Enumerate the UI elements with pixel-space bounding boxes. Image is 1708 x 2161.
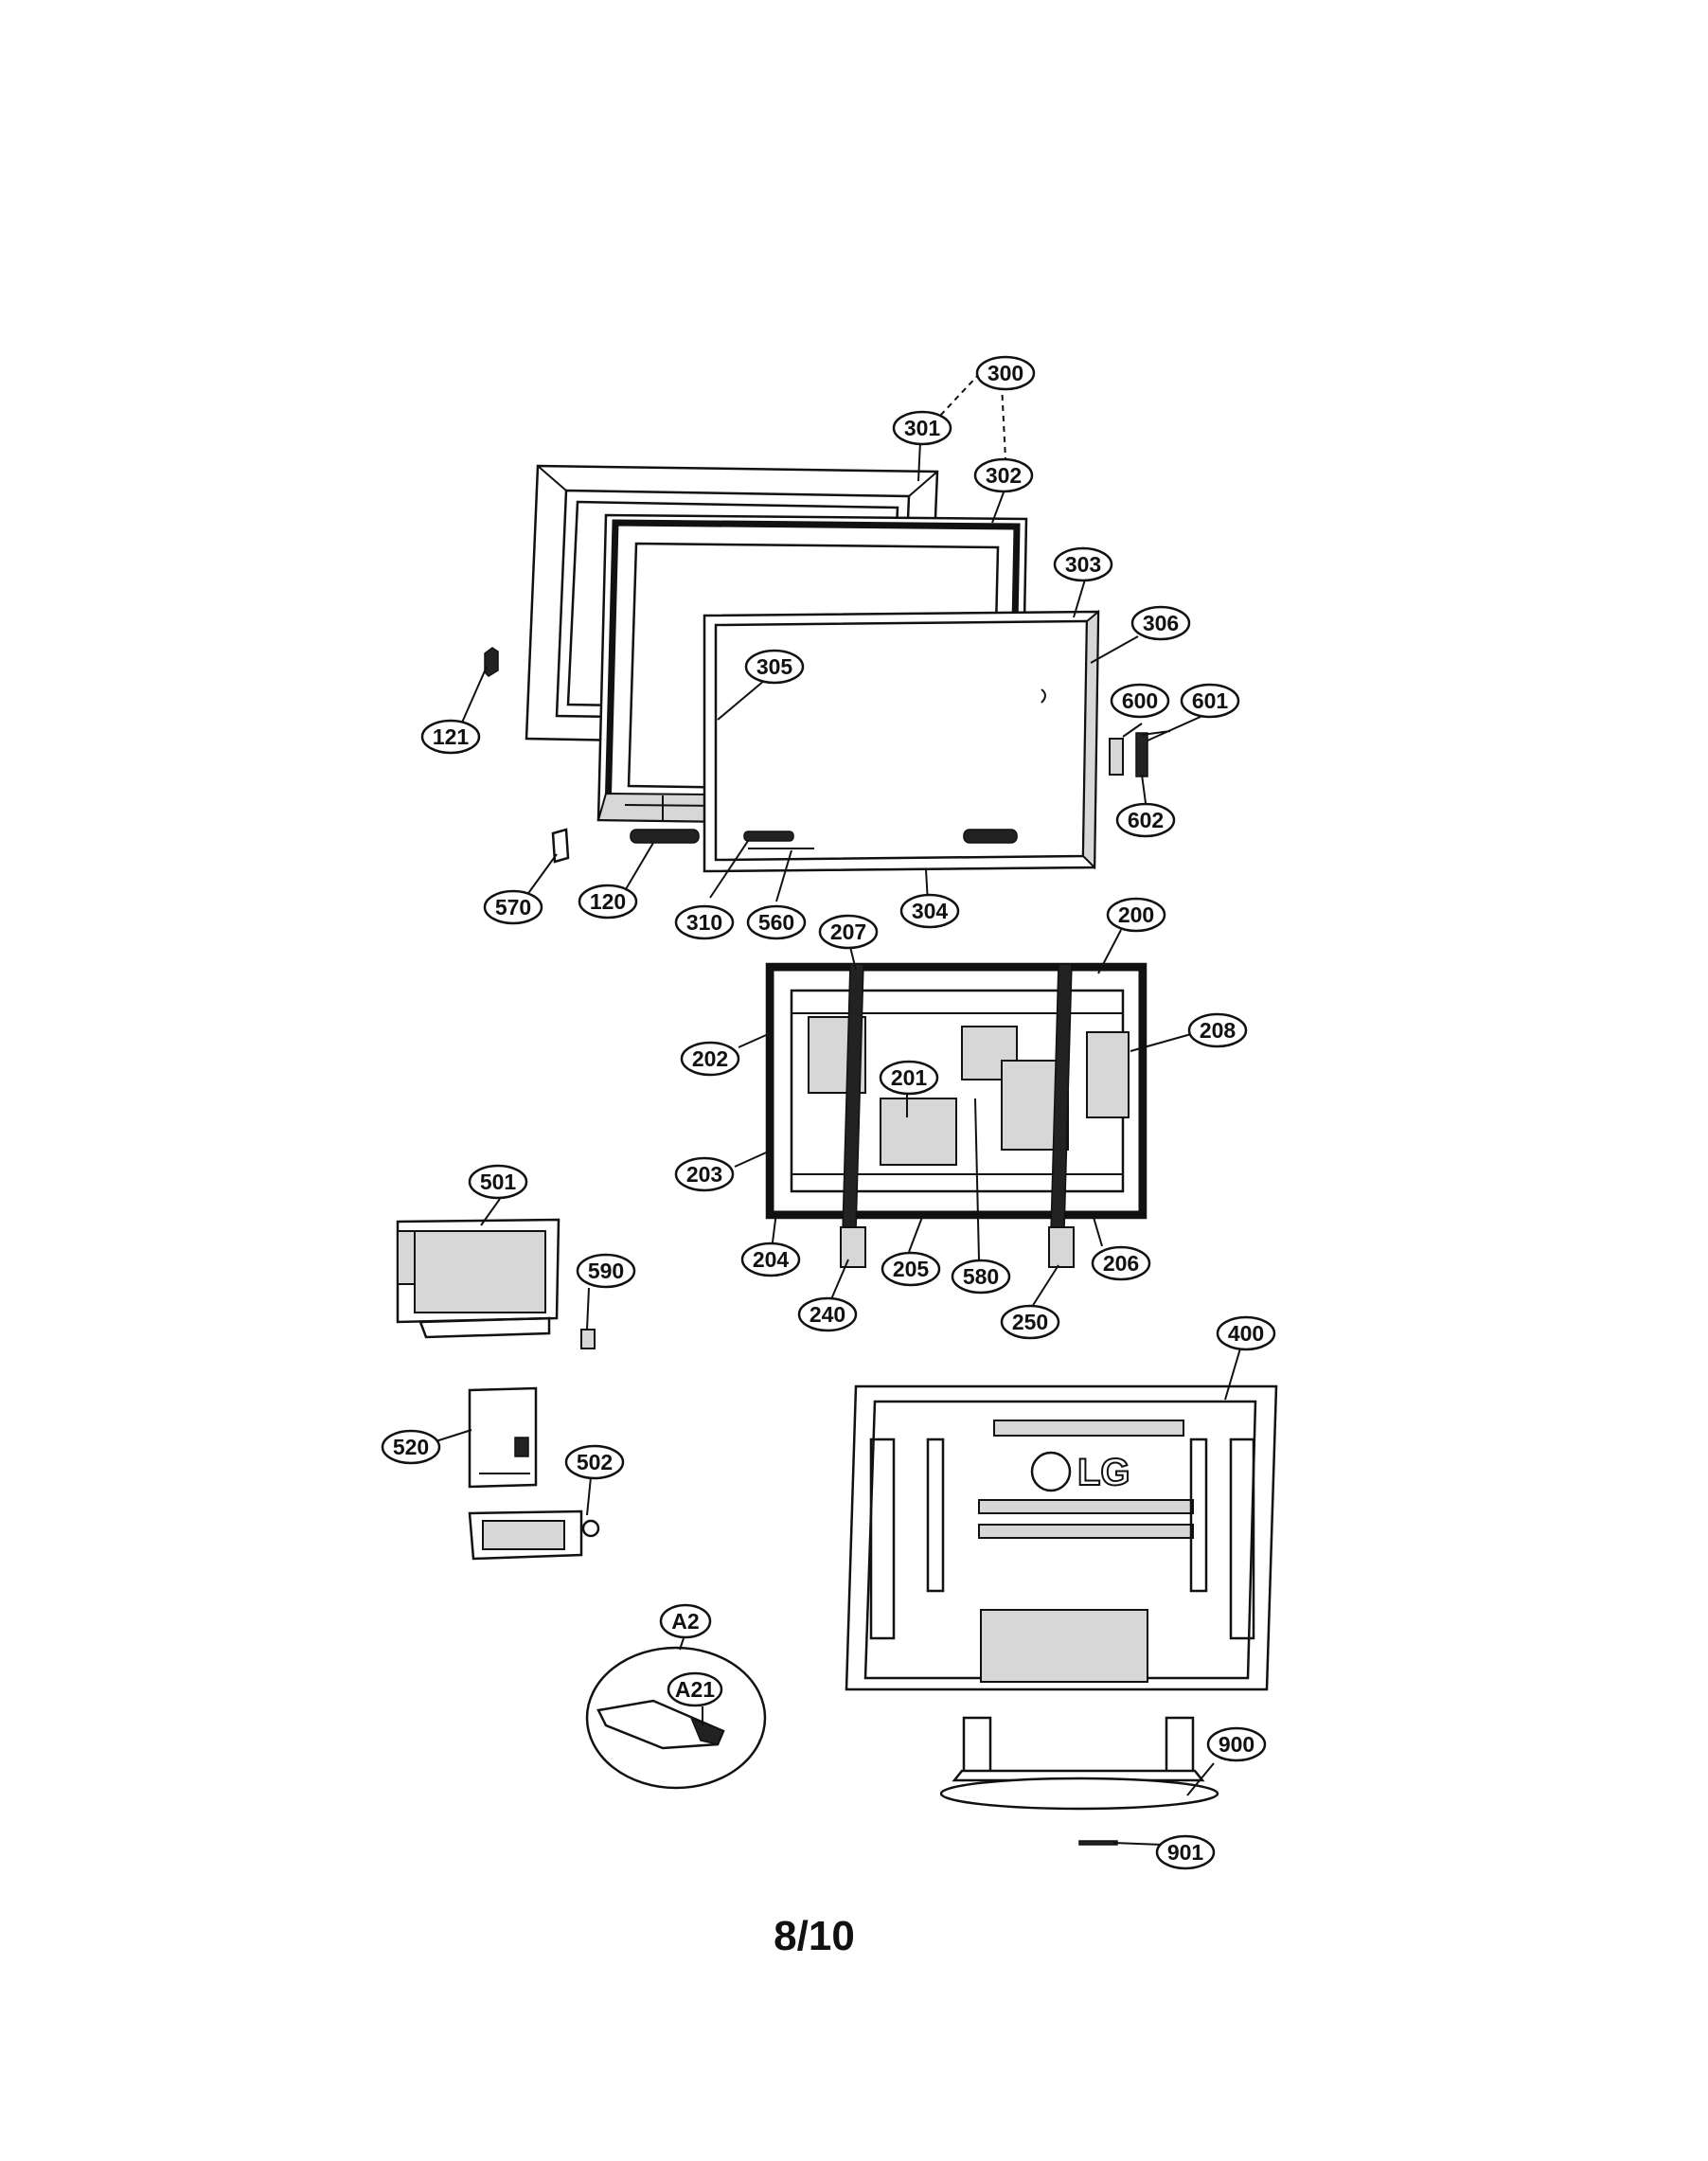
callout-306-label: 306 — [1143, 611, 1179, 635]
callout-304: 304 — [899, 893, 960, 929]
part-900-stand — [939, 1716, 1219, 1811]
callout-310: 310 — [674, 904, 735, 940]
callout-202: 202 — [680, 1041, 740, 1077]
callout-501: 501 — [468, 1164, 528, 1200]
callout-305: 305 — [744, 649, 805, 685]
callout-302-label: 302 — [986, 463, 1022, 488]
callout-201-label: 201 — [891, 1065, 928, 1090]
callout-250: 250 — [1000, 1304, 1060, 1340]
callout-600-label: 600 — [1122, 688, 1158, 713]
callout-304-label: 304 — [912, 899, 949, 923]
callout-A21: A21 — [667, 1671, 723, 1707]
callout-201: 201 — [879, 1060, 939, 1096]
callout-206: 206 — [1091, 1245, 1151, 1281]
callout-901-label: 901 — [1167, 1840, 1204, 1865]
callout-A2: A2 — [659, 1603, 712, 1639]
lg-logo-text: LG — [1077, 1452, 1130, 1493]
callout-208-label: 208 — [1200, 1018, 1237, 1043]
leader-lines — [429, 372, 1241, 1846]
callout-303: 303 — [1053, 546, 1113, 582]
callout-207-label: 207 — [830, 920, 866, 944]
callout-502-label: 502 — [577, 1450, 613, 1474]
callout-590-label: 590 — [588, 1259, 624, 1283]
callout-250-label: 250 — [1012, 1310, 1048, 1334]
part-502-board — [468, 1509, 600, 1561]
part-590-connector — [580, 1329, 596, 1349]
callout-240-label: 240 — [810, 1302, 845, 1327]
speaker-strips — [630, 829, 1018, 849]
callout-400-label: 400 — [1228, 1321, 1264, 1346]
callout-901: 901 — [1155, 1834, 1216, 1870]
callout-602: 602 — [1115, 802, 1176, 838]
callout-570: 570 — [483, 889, 543, 925]
callout-590: 590 — [576, 1253, 636, 1289]
callout-900-label: 900 — [1219, 1732, 1254, 1757]
callout-501-label: 501 — [480, 1170, 517, 1194]
callout-A2-label: A2 — [671, 1609, 699, 1634]
part-570-clip — [551, 828, 570, 864]
callout-310-label: 310 — [686, 910, 722, 935]
part-901-strip — [1078, 1840, 1118, 1846]
chassis-boards — [792, 1012, 1130, 1175]
callout-580-label: 580 — [963, 1264, 999, 1289]
callout-301-label: 301 — [904, 416, 941, 440]
callout-520-label: 520 — [393, 1435, 429, 1459]
callout-560: 560 — [746, 904, 807, 940]
callout-601: 601 — [1180, 683, 1240, 719]
callout-400: 400 — [1216, 1315, 1276, 1351]
callout-202-label: 202 — [692, 1046, 728, 1071]
part-520-board — [468, 1386, 538, 1489]
callout-121-label: 121 — [433, 724, 470, 749]
callout-207: 207 — [818, 914, 879, 950]
lg-logo: LG — [1030, 1451, 1131, 1494]
callout-204-label: 204 — [753, 1247, 790, 1272]
callout-301: 301 — [892, 410, 952, 446]
callout-580: 580 — [951, 1259, 1011, 1295]
callout-204: 204 — [740, 1241, 801, 1277]
group-a2-remote — [585, 1646, 767, 1790]
callout-206-label: 206 — [1103, 1251, 1139, 1276]
callout-200-label: 200 — [1118, 902, 1154, 927]
callout-203: 203 — [674, 1156, 735, 1192]
callout-121: 121 — [420, 719, 481, 755]
callout-302: 302 — [973, 457, 1034, 493]
page-number: 8/10 — [774, 1913, 855, 1959]
callout-560-label: 560 — [758, 910, 794, 935]
part-200-chassis — [765, 962, 1148, 1268]
callout-305-label: 305 — [756, 654, 793, 679]
callout-520: 520 — [381, 1429, 441, 1465]
callout-303-label: 303 — [1065, 552, 1101, 577]
callout-300-label: 300 — [987, 361, 1023, 385]
part-303-panel — [703, 609, 1100, 873]
callout-200: 200 — [1106, 897, 1166, 933]
callout-205-label: 205 — [893, 1257, 930, 1281]
callout-120-label: 120 — [590, 889, 626, 914]
callout-120: 120 — [578, 884, 638, 920]
callout-600: 600 — [1110, 683, 1170, 719]
callout-203-label: 203 — [686, 1162, 722, 1187]
part-501-board — [396, 1218, 560, 1339]
part-600-601-board — [1109, 730, 1171, 777]
part-400-back-cover: LG — [845, 1384, 1278, 1691]
callout-208: 208 — [1187, 1012, 1248, 1048]
callout-205: 205 — [881, 1251, 941, 1287]
callout-900: 900 — [1206, 1726, 1267, 1762]
callout-601-label: 601 — [1192, 688, 1229, 713]
part-121-bracket — [484, 647, 499, 677]
callout-300: 300 — [975, 355, 1036, 391]
callout-602-label: 602 — [1128, 808, 1164, 832]
callout-570-label: 570 — [495, 895, 531, 920]
callout-306: 306 — [1130, 605, 1191, 641]
callout-502: 502 — [564, 1444, 625, 1480]
callout-240: 240 — [797, 1296, 858, 1332]
callout-A21-label: A21 — [675, 1677, 715, 1702]
